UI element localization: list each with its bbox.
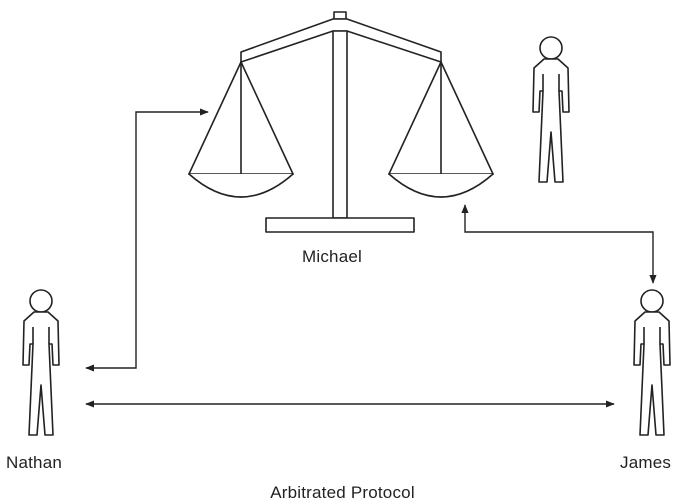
james-to-scale-arrow — [461, 204, 657, 284]
nathan-label: Nathan — [6, 453, 63, 472]
nathan-person-icon — [22, 289, 60, 436]
arbitrator-label: Michael — [302, 247, 362, 266]
michael-person-icon — [532, 36, 570, 183]
nathan-to-scale-arrow — [85, 108, 209, 372]
balance-scale-icon — [188, 11, 494, 233]
james-person-icon — [633, 289, 671, 436]
james-label: James — [620, 453, 672, 472]
diagram-caption: Arbitrated Protocol — [270, 483, 415, 502]
right-pan — [388, 61, 494, 198]
left-pan — [188, 61, 294, 198]
